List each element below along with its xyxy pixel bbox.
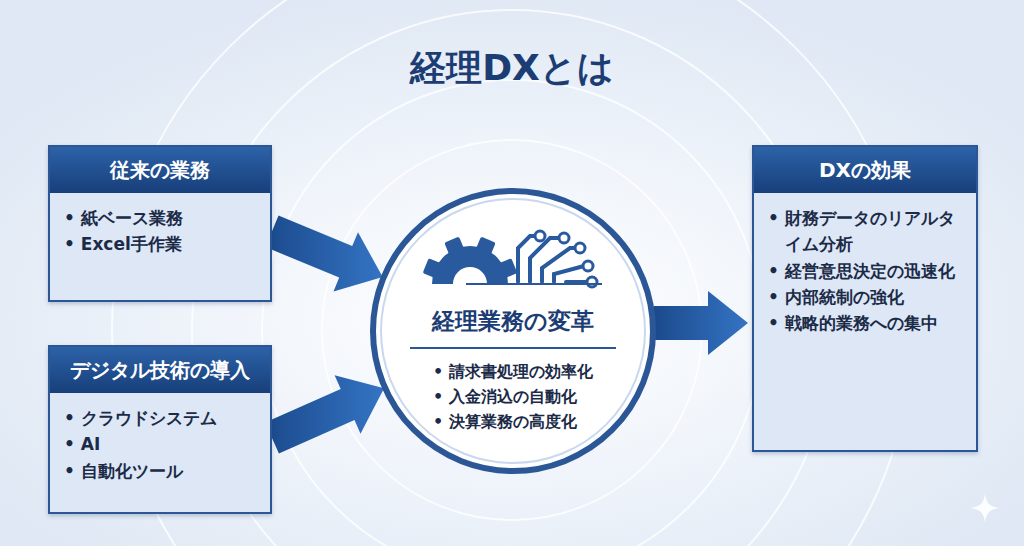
process-box: 従来の業務• 紙ベース業務• Excel手作業 bbox=[48, 145, 272, 302]
bullet-item: • AI bbox=[64, 431, 258, 457]
bullet-list: • 請求書処理の効率化• 入金消込の自動化• 決算業務の高度化 bbox=[433, 360, 593, 434]
circuit-icon bbox=[518, 236, 588, 282]
box-heading: 従来の業務 bbox=[50, 147, 270, 193]
block-arrow bbox=[265, 375, 384, 453]
bullet-item: • 財務データのリアルタイム分析 bbox=[768, 205, 964, 258]
process-box: デジタル技術の導入• クラウドシステム• AI• 自動化ツール bbox=[48, 345, 272, 514]
bullet-item: • 入金消込の自動化 bbox=[433, 385, 593, 410]
bullet-item: • 内部統制の強化 bbox=[768, 284, 964, 310]
bullet-item: • 戦略的業務への集中 bbox=[768, 310, 964, 336]
bullet-item: • 紙ベース業務 bbox=[64, 205, 258, 231]
box-heading: デジタル技術の導入 bbox=[50, 347, 270, 393]
block-arrow bbox=[654, 291, 748, 355]
box-body: • 財務データのリアルタイム分析• 経営意思決定の迅速化• 内部統制の強化• 戦… bbox=[754, 193, 976, 450]
box-body: • クラウドシステム• AI• 自動化ツール bbox=[50, 393, 270, 512]
sparkle-mark bbox=[971, 494, 999, 522]
circuit-nodes bbox=[535, 231, 597, 287]
box-heading: DXの効果 bbox=[754, 147, 976, 193]
title-underline bbox=[410, 347, 616, 349]
icon-baseline bbox=[466, 283, 602, 285]
circle-heading: 経理業務の変革 bbox=[370, 306, 656, 337]
bullet-item: • 請求書処理の効率化 bbox=[433, 360, 593, 385]
bullet-item: • 自動化ツール bbox=[64, 458, 258, 484]
bullet-item: • 決算業務の高度化 bbox=[433, 410, 593, 435]
bullet-item: • Excel手作業 bbox=[64, 231, 258, 257]
box-body: • 紙ベース業務• Excel手作業 bbox=[50, 193, 270, 300]
block-arrow bbox=[266, 216, 383, 292]
process-box: DXの効果• 財務データのリアルタイム分析• 経営意思決定の迅速化• 内部統制の… bbox=[752, 145, 978, 452]
diagram-title: 経理DXとは bbox=[0, 44, 1024, 93]
transform-circle: 経理業務の変革 • 請求書処理の効率化• 入金消込の自動化• 決算業務の高度化 bbox=[370, 188, 656, 474]
bullet-item: • 経営意思決定の迅速化 bbox=[768, 258, 964, 284]
bullet-item: • クラウドシステム bbox=[64, 405, 258, 431]
gear-icon bbox=[423, 237, 518, 284]
